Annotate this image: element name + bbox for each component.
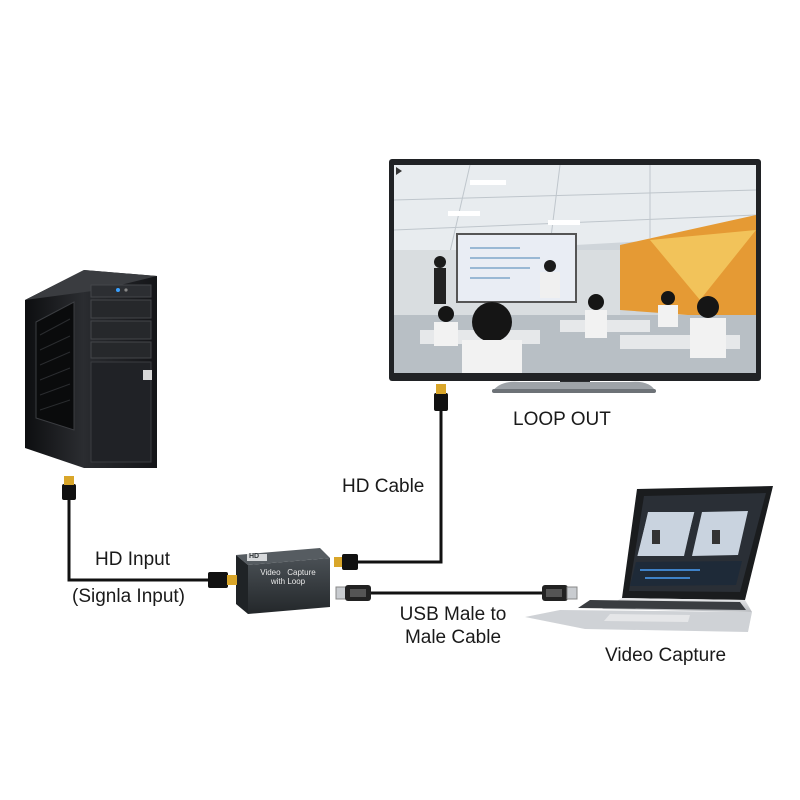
usb-connector-laptop — [542, 585, 578, 601]
usb-cable-label-line1: USB Male to — [399, 604, 507, 625]
pc-tower — [25, 270, 157, 468]
hdmi-input-cable — [67, 498, 212, 582]
video-capture-label: Video Capture — [605, 645, 727, 666]
hdmi-connector-device-input — [208, 572, 237, 588]
hd-input-label: HD Input — [95, 549, 170, 570]
device-text-line2: with Loop — [270, 577, 306, 586]
loop-out-label: LOOP OUT — [513, 409, 611, 430]
device-text-line1: Video Capture — [260, 568, 316, 577]
hdmi-connector-tv — [434, 384, 448, 411]
device-hd-badge: HD — [249, 553, 260, 560]
tv-monitor — [389, 159, 761, 393]
hdmi-connector-pc — [62, 476, 76, 500]
laptop — [525, 486, 773, 632]
usb-connector-device — [335, 585, 371, 601]
video-capture-device — [236, 548, 330, 614]
usb-cable-label-line2: Male Cable — [404, 627, 502, 648]
hdmi-loop-cable — [352, 410, 443, 564]
hd-cable-label: HD Cable — [342, 476, 425, 497]
hdmi-connector-device-loop — [334, 554, 358, 570]
signal-input-label: (Signla Input) — [72, 586, 186, 607]
